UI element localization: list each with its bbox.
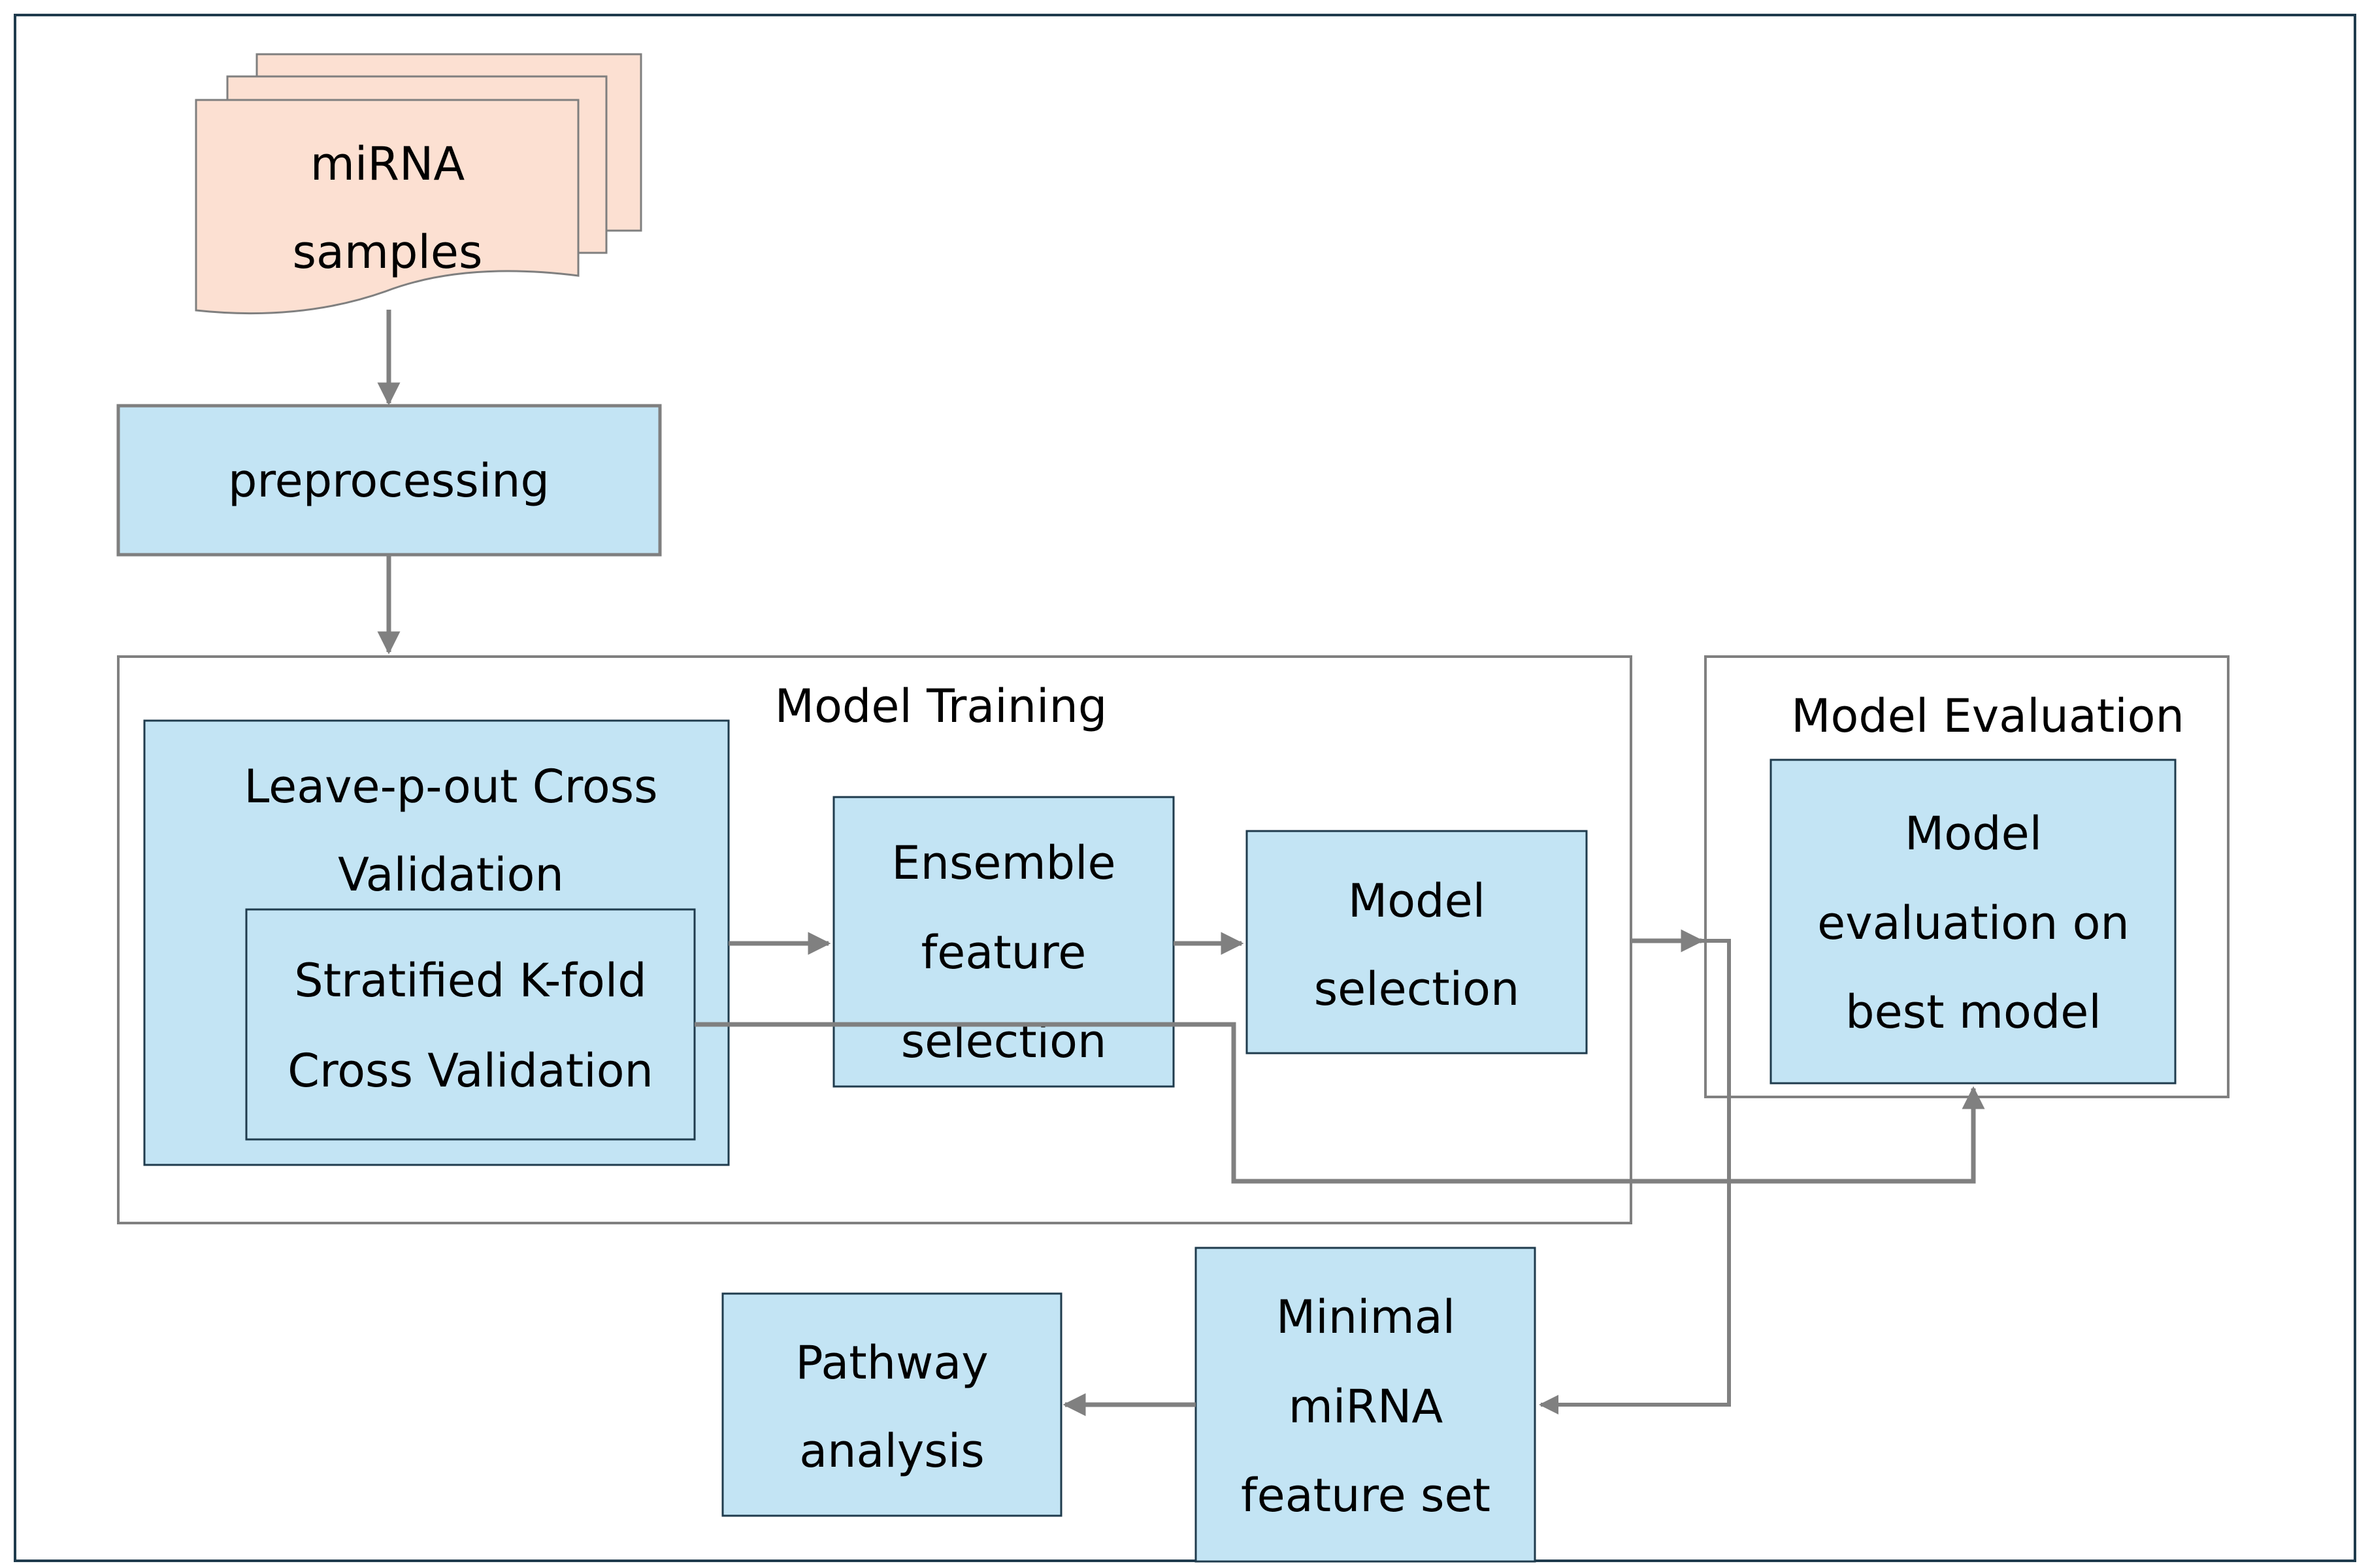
model-selection-label-line1: Model <box>1348 874 1485 928</box>
stratified-kfold-label-line1: Stratified K-fold <box>294 954 646 1007</box>
model-evaluation-label: Model Evaluation <box>1791 689 2184 743</box>
ensemble-feature-selection-node: Ensemble feature selection <box>832 796 1175 1088</box>
minimal-feature-set-line3: feature set <box>1241 1469 1490 1522</box>
preprocessing-node: preprocessing <box>116 404 662 557</box>
pathway-analysis-line1: Pathway <box>795 1336 988 1390</box>
model-evaluation-best-line1: Model <box>1905 807 2042 860</box>
leave-p-out-label-line2: Validation <box>338 848 564 902</box>
minimal-feature-set-line2: miRNA <box>1289 1380 1443 1433</box>
stratified-kfold-node: Stratified K-fold Cross Validation <box>245 908 696 1141</box>
stratified-kfold-label-line2: Cross Validation <box>288 1044 653 1098</box>
model-evaluation-container: Model Evaluation <box>1704 655 2230 1098</box>
minimal-feature-set-line1: Minimal <box>1276 1290 1455 1344</box>
minimal-feature-set-node: Minimal miRNA feature set <box>1194 1247 1536 1563</box>
ensemble-label-line2: feature <box>921 926 1087 979</box>
model-selection-label-line2: selection <box>1314 962 1520 1016</box>
mirna-samples-label-line2: samples <box>293 225 483 279</box>
connector-evaluation-to-feature-set <box>1539 939 1731 1414</box>
mirna-samples-node: miRNA samples <box>195 53 642 315</box>
pathway-analysis-line2: analysis <box>799 1424 984 1478</box>
preprocessing-label: preprocessing <box>228 454 550 508</box>
connector-cv-to-evaluation <box>695 1022 1985 1184</box>
leave-p-out-label-line1: Leave-p-out Cross <box>244 760 657 813</box>
model-evaluation-best-node: Model evaluation on best model <box>1769 759 2177 1085</box>
model-selection-node: Model selection <box>1245 830 1588 1054</box>
mirna-samples-label-line1: miRNA <box>310 137 465 191</box>
pathway-analysis-node: Pathway analysis <box>721 1292 1062 1517</box>
outer-frame <box>14 14 2356 1562</box>
model-evaluation-best-line2: evaluation on <box>1817 896 2130 950</box>
model-training-label: Model Training <box>775 679 1108 733</box>
ensemble-label-line1: Ensemble <box>891 836 1115 890</box>
model-evaluation-best-line3: best model <box>1845 985 2101 1039</box>
